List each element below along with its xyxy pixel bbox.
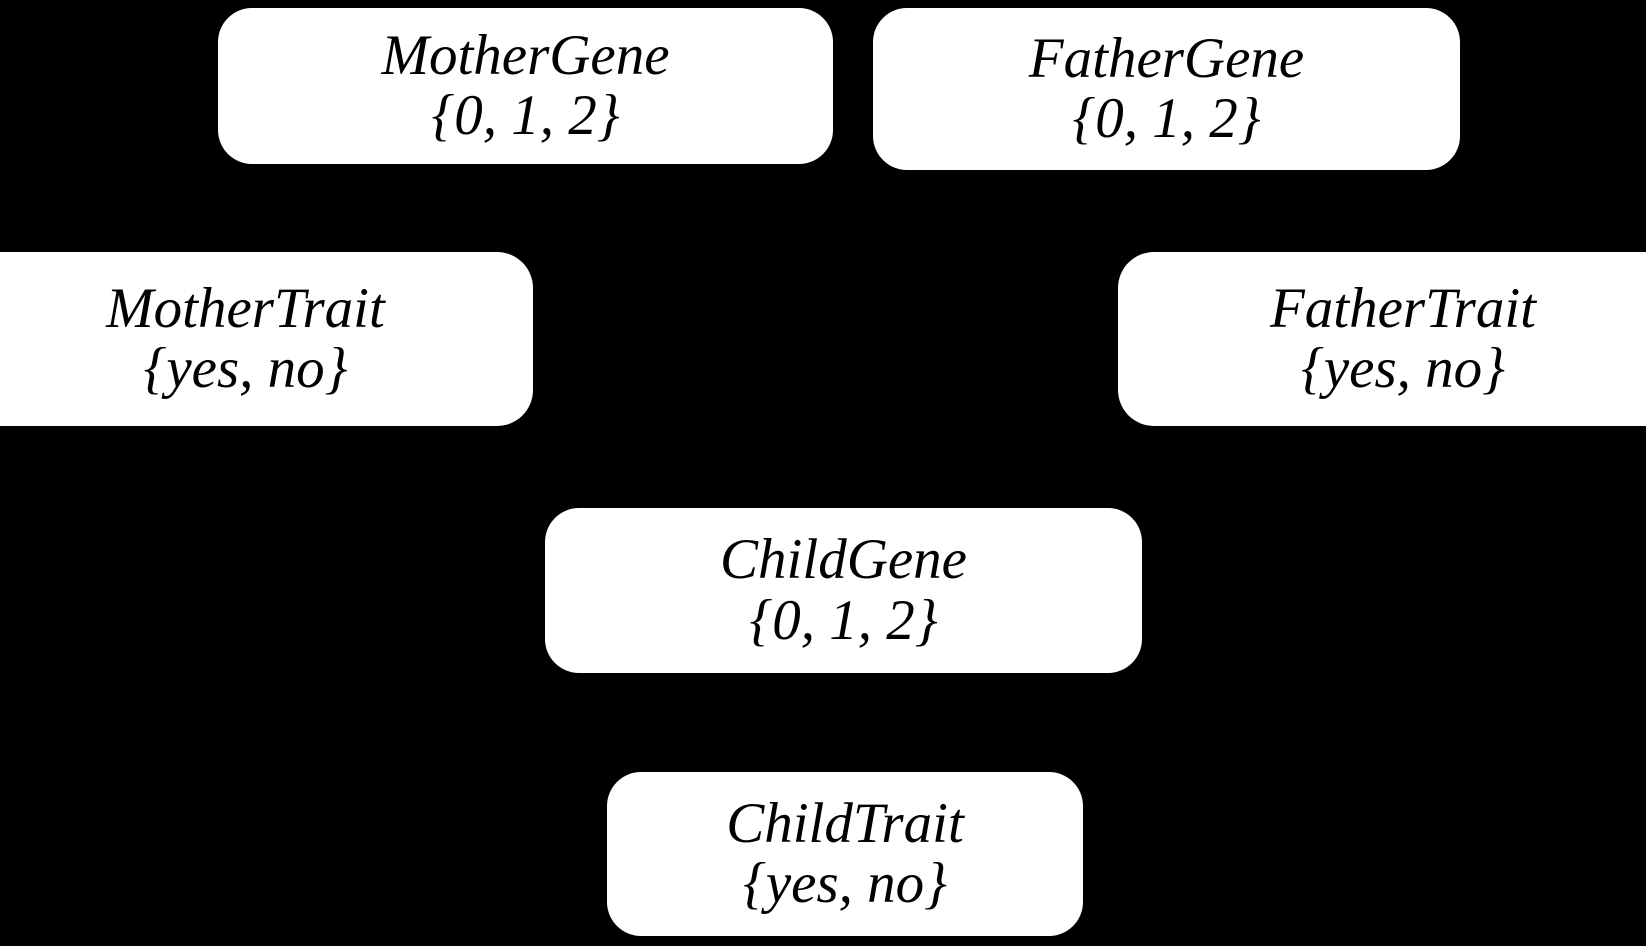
node-mother-trait-label: MotherTrait (106, 276, 385, 340)
node-mother-gene[interactable]: MotherGene {0, 1, 2} (218, 8, 833, 164)
node-child-trait-domain: {yes, no} (743, 852, 947, 915)
node-child-gene-label: ChildGene (720, 528, 967, 592)
node-father-trait[interactable]: FatherTrait {yes, no} (1118, 252, 1646, 426)
node-mother-gene-domain: {0, 1, 2} (431, 84, 620, 147)
node-father-trait-domain: {yes, no} (1301, 337, 1505, 400)
node-father-trait-label: FatherTrait (1269, 276, 1537, 340)
node-child-gene[interactable]: ChildGene {0, 1, 2} (545, 508, 1142, 673)
node-father-gene-domain: {0, 1, 2} (1072, 87, 1261, 150)
node-father-gene[interactable]: FatherGene {0, 1, 2} (873, 8, 1460, 170)
node-child-trait-label: ChildTrait (726, 791, 964, 855)
node-child-gene-domain: {0, 1, 2} (749, 588, 938, 652)
node-child-trait[interactable]: ChildTrait {yes, no} (607, 772, 1083, 936)
node-mother-gene-label: MotherGene (381, 23, 670, 87)
node-father-gene-label: FatherGene (1028, 26, 1305, 90)
node-mother-trait-domain: {yes, no} (143, 337, 348, 400)
node-mother-trait[interactable]: MotherTrait {yes, no} (0, 252, 533, 426)
